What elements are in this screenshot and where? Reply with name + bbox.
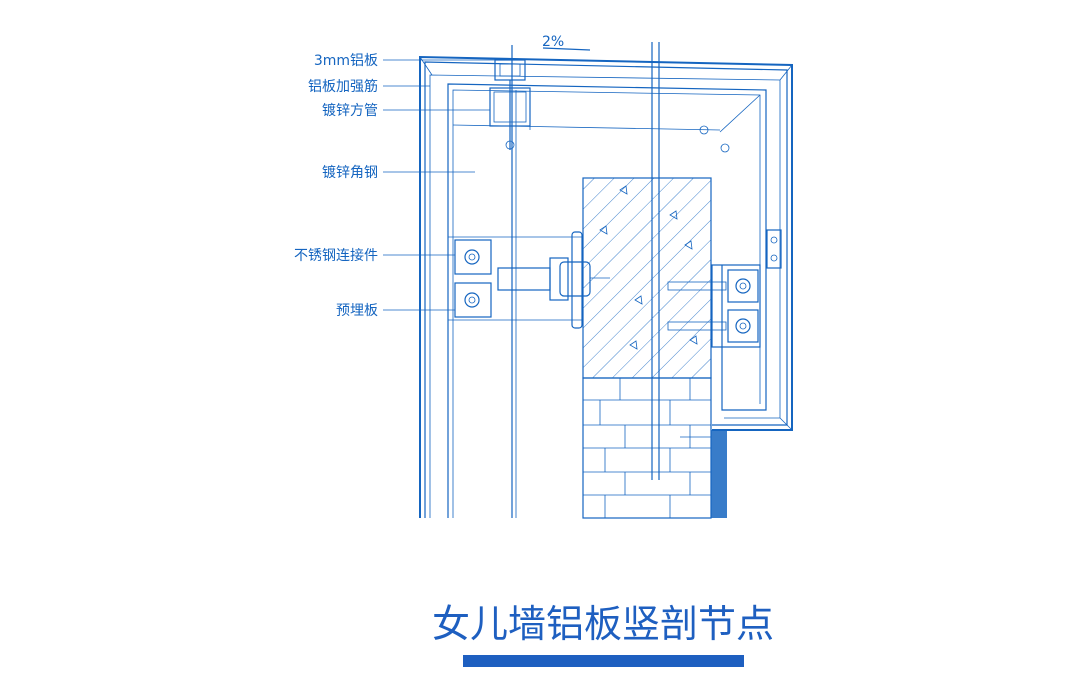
connector-assembly [448,229,782,348]
label-square-tube: 镀锌方管 [322,102,378,119]
drawing-title: 女儿墙铝板竖剖节点 [432,602,774,646]
brick-wall [582,377,727,519]
square-tube [489,59,730,153]
slope-label: 2% [542,34,564,50]
label-panel-stiffener: 铝板加强筋 [308,78,378,95]
title-underline [463,655,744,667]
label-stainless-connector: 不锈钢连接件 [294,247,378,264]
label-embedded-plate: 预埋板 [336,303,378,319]
leader-lines [383,59,498,311]
label-aluminum-panel: 3mm铝板 [314,53,378,69]
label-angle-steel: 镀锌角钢 [322,164,378,181]
aluminum-panel-frame [419,47,793,518]
